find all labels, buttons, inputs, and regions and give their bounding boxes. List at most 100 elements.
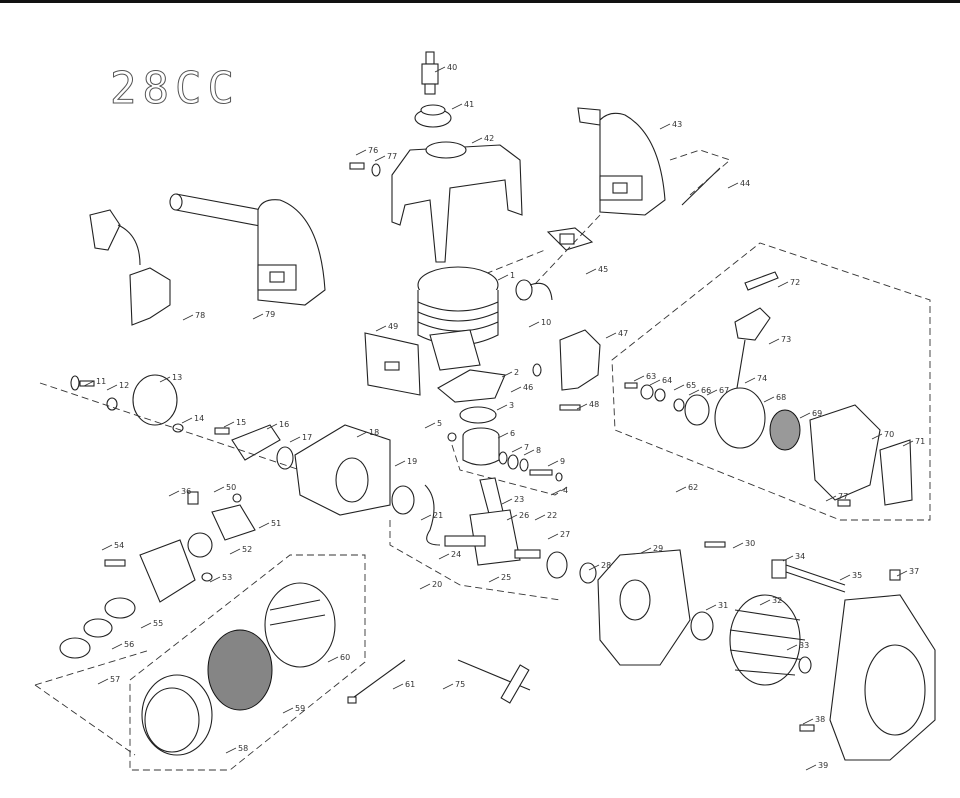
part-number-label: 56 [124, 640, 134, 649]
leader-line [168, 490, 180, 497]
muffler-right [577, 107, 721, 216]
part-number-label: 29 [653, 544, 663, 553]
part-number-label: 73 [781, 335, 791, 344]
spark-plug-wrench [457, 659, 531, 704]
leader-line [106, 384, 118, 391]
cylinder-cover [391, 141, 523, 263]
part-number-label: 3 [509, 401, 514, 410]
part-number-label: 79 [265, 310, 275, 319]
part-number-label: 4 [563, 486, 568, 495]
leader-line [633, 375, 645, 382]
leader-line [727, 182, 739, 189]
leader-line [547, 460, 559, 467]
leader-line [501, 371, 513, 378]
part-number-label: 2 [514, 368, 519, 377]
leader-line [605, 332, 617, 339]
part-number-label: 18 [369, 428, 379, 437]
nut-33 [798, 656, 812, 674]
part-number-label: 34 [795, 552, 805, 561]
part-number-label: 52 [242, 545, 252, 554]
leader-line [799, 412, 811, 419]
leader-line [534, 514, 546, 521]
leader-line [759, 599, 771, 606]
part-number-label: 7 [524, 443, 529, 452]
bearing-31 [690, 611, 714, 641]
leader-line [640, 547, 652, 554]
leader-line [424, 422, 436, 429]
leader-line [802, 718, 814, 725]
part-number-label: 48 [589, 400, 599, 409]
leader-line [786, 644, 798, 651]
part-number-label: 74 [757, 374, 767, 383]
part-number-label: 77 [387, 152, 397, 161]
part-number-label: 11 [96, 377, 106, 386]
leader-line [688, 389, 700, 396]
part-number-label: 10 [541, 318, 551, 327]
leader-line [392, 683, 404, 690]
leader-line [97, 678, 109, 685]
part-number-label: 76 [368, 146, 378, 155]
leader-line [223, 421, 235, 428]
leader-line [673, 384, 685, 391]
clutch-assembly [70, 374, 294, 470]
part-number-label: 60 [340, 653, 350, 662]
muffler-left [169, 193, 326, 306]
part-number-label: 39 [818, 761, 828, 770]
leader-line [871, 433, 883, 440]
leader-line [497, 274, 509, 281]
leader-line [111, 643, 123, 650]
leader-line [355, 149, 367, 156]
part-number-label: 13 [172, 373, 182, 382]
leader-line [902, 440, 914, 447]
part-number-label: 32 [772, 596, 782, 605]
part-number-label: 15 [236, 418, 246, 427]
part-number-label: 31 [718, 601, 728, 610]
part-number-label: 70 [884, 430, 894, 439]
cylinder [417, 266, 499, 371]
part-number-label: 55 [153, 619, 163, 628]
part-number-label: 16 [279, 420, 289, 429]
part-number-label: 67 [719, 386, 729, 395]
part-number-label: 35 [852, 571, 862, 580]
part-number-label: 46 [523, 383, 533, 392]
crankshaft [391, 477, 597, 584]
leader-line [777, 281, 789, 288]
part-number-label: 64 [662, 376, 672, 385]
part-number-label: 41 [464, 100, 474, 109]
leader-line [101, 544, 113, 551]
part-number-label: 42 [484, 134, 494, 143]
leader-line [356, 431, 368, 438]
cylinder-gasket [437, 369, 506, 403]
leader-line [488, 576, 500, 583]
leader-line [506, 514, 518, 521]
screw-76 [349, 162, 381, 177]
part-number-label: 21 [433, 511, 443, 520]
leader-line [705, 604, 717, 611]
leader-line [289, 436, 301, 443]
part-number-label: 25 [501, 573, 511, 582]
leader-line [782, 555, 794, 562]
leader-line [649, 379, 661, 386]
air-filter [141, 582, 336, 756]
leader-line [434, 66, 446, 73]
part-number-label: 30 [745, 539, 755, 548]
leader-line [140, 622, 152, 629]
leader-line [182, 314, 194, 321]
spark-wire [771, 559, 846, 593]
leader-line [805, 764, 817, 771]
ignition-coil-right [515, 279, 601, 411]
leader-line [374, 155, 386, 162]
leader-line [511, 446, 523, 453]
part-number-label: 44 [740, 179, 750, 188]
part-number-label: 61 [405, 680, 415, 689]
part-number-label: 1 [510, 271, 515, 280]
part-number-label: 19 [407, 457, 417, 466]
piston [447, 427, 500, 466]
part-number-label: 37 [909, 567, 919, 576]
leader-line [763, 396, 775, 403]
part-number-label: 17 [302, 433, 312, 442]
crankcase-left [294, 424, 391, 516]
leader-line [768, 338, 780, 345]
leader-line [159, 376, 171, 383]
